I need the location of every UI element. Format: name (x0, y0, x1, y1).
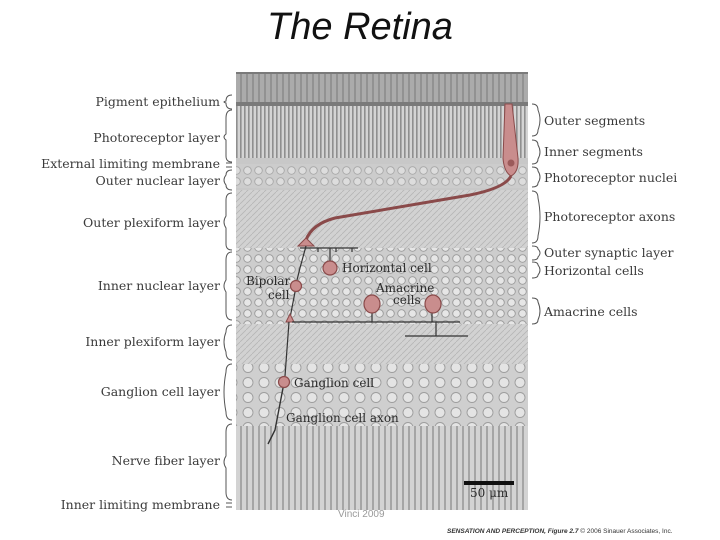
left-label-outer-nuclear-layer: Outer nuclear layer (96, 173, 220, 188)
copyright-notice: © 2006 Sinauer Associates, Inc. (580, 528, 673, 535)
amacrine-lower-process (405, 322, 468, 337)
amacrine-cells-label-line2: cells (393, 293, 421, 307)
left-label-photoreceptor-layer: Photoreceptor layer (93, 130, 220, 145)
horizontal-cell-process (300, 247, 358, 262)
copyright-book: SENSATION AND PERCEPTION, Figure 2.7 (447, 528, 579, 535)
ganglion-cell-label: Ganglion cell (294, 376, 374, 390)
amacrine-process (292, 312, 460, 323)
bipolar-dendrite (296, 245, 307, 281)
left-label-inner-plexiform-layer: Inner plexiform layer (85, 334, 220, 349)
left-label-nerve-fiber-layer: Nerve fiber layer (112, 453, 220, 468)
left-label-inner-limiting-membrane: Inner limiting membrane (61, 497, 220, 512)
bipolar-cell-label-line2: cell (268, 288, 290, 302)
left-label-pigment-epithelium: Pigment epithelium (96, 94, 221, 109)
ganglion-axon-label: Ganglion cell axon (286, 411, 399, 425)
right-label-horizontal-cells: Horizontal cells (544, 263, 644, 278)
left-brackets (223, 94, 233, 508)
right-label-photoreceptor-nuclei: Photoreceptor nuclei (544, 170, 677, 185)
left-label-ganglion-cell-layer: Ganglion cell layer (101, 384, 220, 399)
right-label-outer-synaptic-layer: Outer synaptic layer (544, 245, 674, 260)
ganglion-axon (267, 387, 284, 445)
right-label-outer-segments: Outer segments (544, 113, 645, 128)
scale-bar-label: 50 μm (470, 486, 509, 500)
right-label-inner-segments: Inner segments (544, 144, 643, 159)
right-label-amacrine-cells: Amacrine cells (543, 304, 638, 319)
amacrine-cell-1 (363, 294, 381, 314)
retina-tissue (236, 72, 528, 510)
copyright-line: SENSATION AND PERCEPTION, Figure 2.7 © 2… (447, 528, 673, 535)
left-label-external-limiting-membrane: External limiting membrane (41, 156, 220, 171)
left-label-inner-nuclear-layer: Inner nuclear layer (98, 278, 220, 293)
bipolar-terminal (285, 312, 295, 323)
page-title: The Retina (267, 6, 453, 48)
amacrine-cells-label-line1: Amacrine (375, 281, 434, 295)
right-label-photoreceptor-axons: Photoreceptor axons (544, 209, 675, 224)
neuron-drawing (267, 103, 519, 445)
cell-labels: Horizontal cell Bipolar cell Amacrine ce… (246, 261, 434, 425)
horizontal-cell (322, 260, 338, 276)
right-brackets (531, 103, 541, 325)
bipolar-cell (289, 279, 303, 293)
photoreceptor-cell (502, 103, 519, 177)
right-layer-labels: Outer segments Inner segments Photorecep… (543, 113, 677, 319)
horizontal-cell-label: Horizontal cell (342, 261, 432, 275)
credit-text: Vinci 2009 (338, 509, 385, 520)
ganglion-cell (277, 375, 291, 389)
amacrine-cell-2 (424, 294, 442, 314)
left-label-outer-plexiform-layer: Outer plexiform layer (83, 215, 220, 230)
ganglion-dendrite (284, 321, 290, 377)
photoreceptor-axon (304, 175, 513, 241)
scale-bar: 50 μm (464, 481, 514, 500)
bipolar-cell-label-line1: Bipolar (246, 274, 291, 288)
left-layer-labels: Pigment epithelium Photoreceptor layer E… (41, 94, 220, 512)
photoreceptor-nucleus (507, 159, 515, 167)
bipolar-axon (289, 291, 296, 319)
